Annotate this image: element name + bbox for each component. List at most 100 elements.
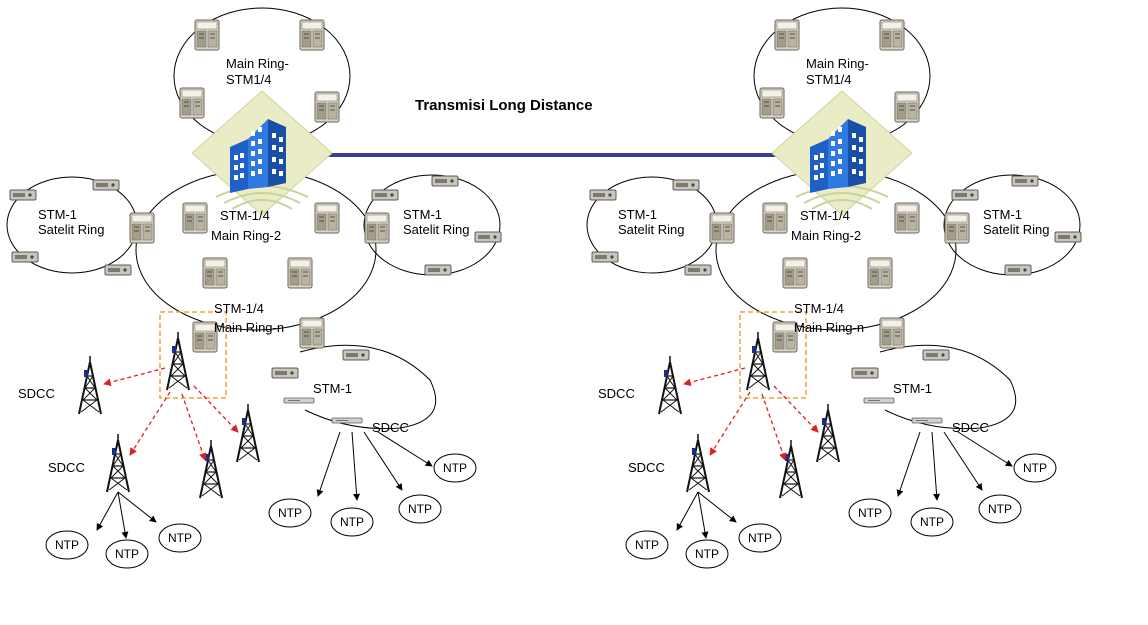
sdh-rack-icon (299, 317, 325, 349)
ntp-node: NTP (433, 453, 477, 483)
sdh-rack-icon (314, 91, 340, 123)
radio-link (761, 393, 787, 461)
sdcc-label: SDCC (18, 386, 55, 401)
highlight-box (739, 311, 807, 399)
hq-building-icon (771, 90, 913, 216)
sdh-rack-icon (364, 212, 390, 244)
svg-text:NTP: NTP (340, 515, 364, 529)
svg-text:NTP: NTP (115, 547, 139, 561)
svg-text:NTP: NTP (168, 531, 192, 545)
right-satellite-label: STM-1 (983, 207, 1022, 222)
ntp-link (931, 431, 941, 501)
lower-ring-label: STM-1/4 (214, 301, 264, 316)
ntp-node: NTP (848, 498, 892, 528)
left-satellite-label: Satelit Ring (618, 222, 684, 237)
svg-text:NTP: NTP (635, 538, 659, 552)
sdh-rack-icon (879, 19, 905, 51)
left-satellite-label: STM-1 (38, 207, 77, 222)
radio-link (709, 391, 751, 456)
sdh-rack-icon (299, 19, 325, 51)
core-ring-label: Main Ring-2 (791, 228, 861, 243)
sdh-rack-icon (182, 202, 208, 234)
ntp-link (363, 431, 403, 491)
svg-text:NTP: NTP (858, 506, 882, 520)
svg-text:NTP: NTP (55, 538, 79, 552)
ntp-node: NTP (978, 494, 1022, 524)
ntp-node: NTP (398, 494, 442, 524)
sdh-rack-icon (709, 212, 735, 244)
svg-text:NTP: NTP (278, 506, 302, 520)
sdcc-label: SDCC (48, 460, 85, 475)
mux-icon (92, 179, 120, 191)
mux-icon (271, 367, 299, 379)
ntp-link (377, 431, 433, 467)
sdh-rack-icon (194, 19, 220, 51)
ntp-node: NTP (1013, 453, 1057, 483)
ntp-node: NTP (45, 530, 89, 560)
tower-icon (199, 439, 223, 499)
right-satellite-label: Satelit Ring (983, 222, 1049, 237)
site-left: NTP NTP NTP NTP NTP NTP NTP Main Ring- S… (6, 7, 502, 569)
ntp-link (117, 491, 129, 539)
sdh-rack-icon (774, 19, 800, 51)
ntp-link (351, 431, 361, 501)
left-satellite-label: STM-1 (618, 207, 657, 222)
sdh-rack-icon (782, 257, 808, 289)
mux-icon (104, 264, 132, 276)
tower-icon (686, 433, 710, 493)
main-ring-label: STM1/4 (226, 72, 272, 87)
mux-icon (1054, 231, 1082, 243)
sdh-rack-icon (179, 87, 205, 119)
sdcc-label: SDCC (598, 386, 635, 401)
ntp-node: NTP (625, 530, 669, 560)
ntp-link (117, 491, 157, 523)
mux-icon (342, 349, 370, 361)
ntp-node: NTP (685, 539, 729, 569)
sdcc-label: SDCC (952, 420, 989, 435)
mux-icon (11, 251, 39, 263)
stm1-label: STM-1 (893, 381, 932, 396)
ntp-node: NTP (738, 523, 782, 553)
ntp-link (697, 491, 737, 523)
tower-icon (779, 439, 803, 499)
sdcc-label: SDCC (372, 420, 409, 435)
stm1-label: STM-1 (313, 381, 352, 396)
core-ring-label: STM-1/4 (220, 208, 270, 223)
lower-ring-label: STM-1/4 (794, 301, 844, 316)
mux-icon (672, 179, 700, 191)
tower-icon (78, 355, 102, 415)
mux-icon (591, 251, 619, 263)
tower-icon (236, 403, 260, 463)
ntp-link (96, 491, 119, 531)
mux-icon (589, 189, 617, 201)
sdh-rack-icon (202, 257, 228, 289)
radio-link (773, 385, 819, 433)
radio-link (181, 393, 207, 461)
left-satellite-label: Satelit Ring (38, 222, 104, 237)
mux-icon (9, 189, 37, 201)
ntp-node: NTP (105, 539, 149, 569)
ntp-link (697, 491, 709, 539)
diagram-title: Transmisi Long Distance (415, 97, 593, 114)
ntp-node: NTP (158, 523, 202, 553)
mux-icon (951, 189, 979, 201)
ntp-node: NTP (268, 498, 312, 528)
ntp-link (316, 431, 341, 497)
sdh-rack-icon (867, 257, 893, 289)
site-right: NTP NTP NTP NTP NTP NTP NTP Main Ring- S… (586, 7, 1082, 569)
sdh-rack-icon (287, 257, 313, 289)
mux-icon (474, 231, 502, 243)
svg-text:NTP: NTP (988, 502, 1012, 516)
main-ring-label: Main Ring- (806, 56, 869, 71)
svg-text:NTP: NTP (1023, 461, 1047, 475)
main-ring-label: STM1/4 (806, 72, 852, 87)
mux-icon (922, 349, 950, 361)
ntp-node: NTP (330, 507, 374, 537)
ntp-link (676, 491, 699, 531)
tower-icon (658, 355, 682, 415)
sdcc-label: SDCC (628, 460, 665, 475)
mux-icon (424, 264, 452, 276)
svg-text:NTP: NTP (408, 502, 432, 516)
ntp-node: NTP (910, 507, 954, 537)
